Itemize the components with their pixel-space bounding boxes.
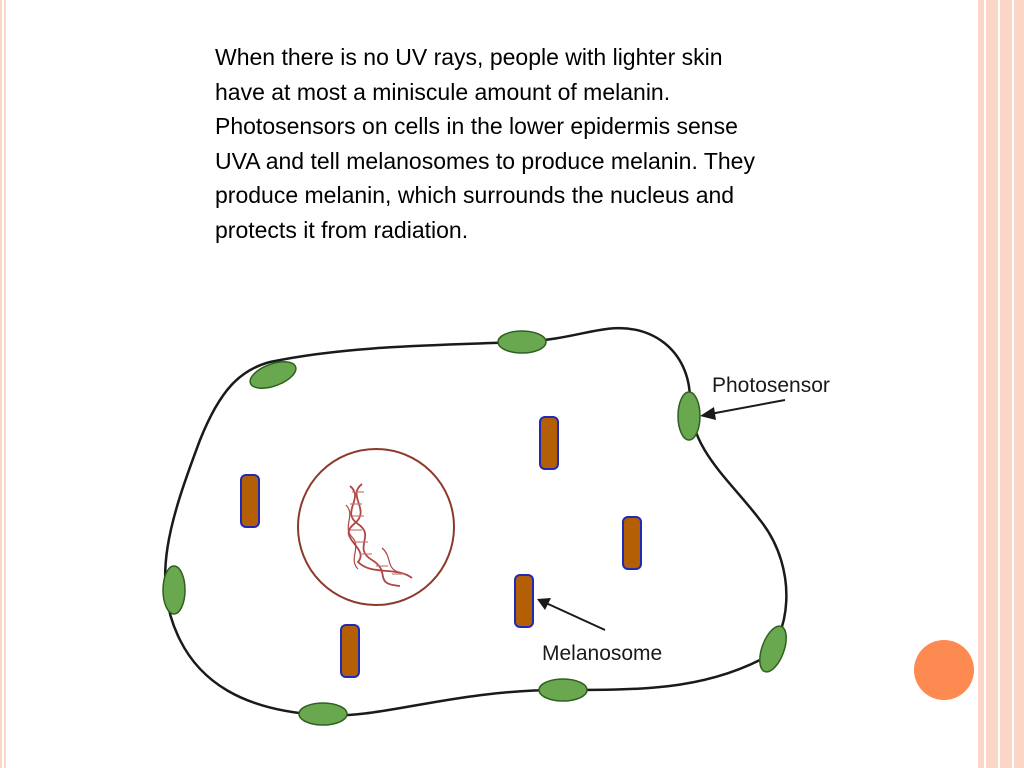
photosensor — [162, 565, 186, 615]
photosensor — [759, 625, 787, 673]
dna-helix-icon — [345, 483, 413, 587]
melanosome — [514, 574, 534, 628]
melanosome — [539, 416, 559, 470]
nucleus — [297, 448, 455, 606]
photosensor — [538, 678, 588, 702]
photosensor — [677, 391, 701, 441]
photosensor-arrow — [700, 399, 786, 420]
melanosome — [240, 474, 260, 528]
description-text: When there is no UV rays, people with li… — [215, 44, 755, 243]
melanosome-label: Melanosome — [542, 642, 662, 665]
photosensor — [497, 330, 547, 354]
slide-right-border — [976, 0, 1024, 768]
accent-dot — [914, 640, 974, 700]
melanosome — [340, 624, 360, 678]
photosensor-label: Photosensor — [712, 374, 830, 397]
melanosome — [622, 516, 642, 570]
melanosome-arrow — [537, 598, 606, 631]
photosensor — [298, 702, 348, 726]
photosensor — [249, 361, 297, 389]
slide-left-border — [0, 0, 8, 768]
